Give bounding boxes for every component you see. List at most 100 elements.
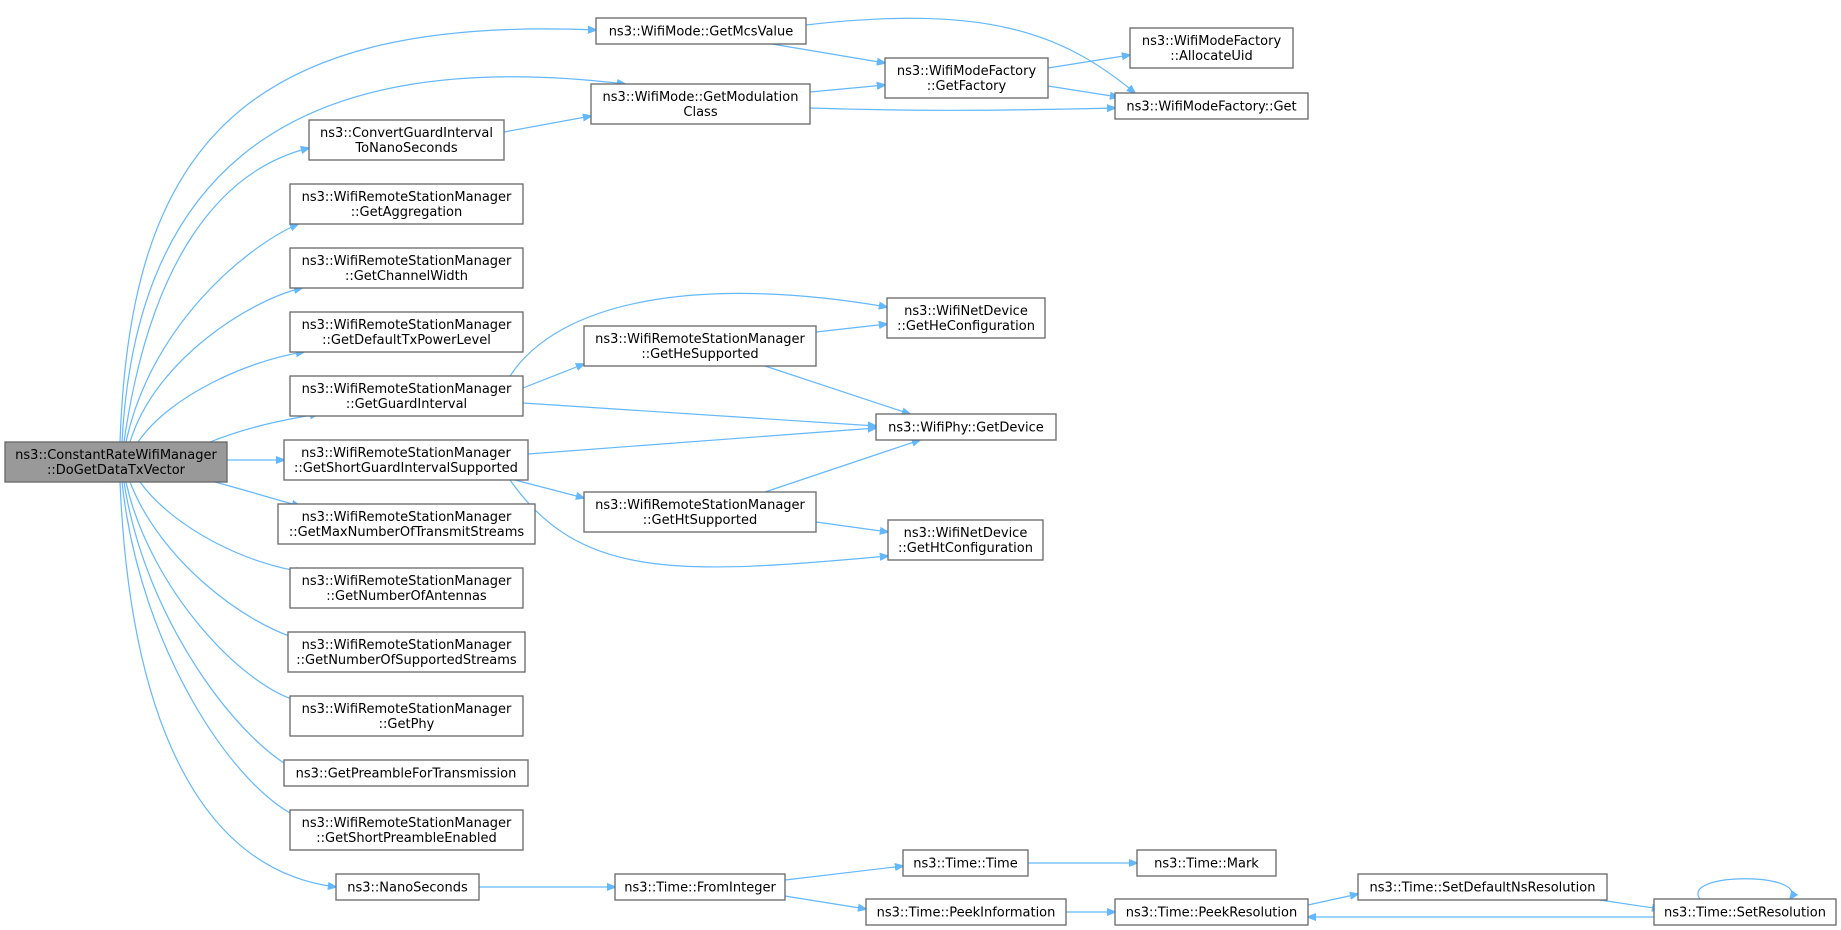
node-box-phydev[interactable]	[875, 413, 1057, 441]
node-heconf[interactable]: ns3::WifiNetDevice::GetHeConfiguration	[886, 297, 1046, 339]
node-getnss[interactable]: ns3::WifiRemoteStationManager::GetNumber…	[287, 631, 526, 673]
node-box-getpre[interactable]	[283, 759, 529, 787]
edge-getsgi-to-htconf	[509, 479, 888, 568]
edge-getmcs-to-wmfget	[805, 17, 1135, 93]
node-box-getagg[interactable]	[289, 183, 524, 225]
edges-layer	[119, 17, 1792, 917]
node-box-setres[interactable]	[1653, 898, 1837, 926]
node-getmcs[interactable]: ns3::WifiMode::GetMcsValue	[595, 17, 807, 45]
node-label-getdtx: ::GetDefaultTxPowerLevel	[322, 333, 491, 348]
node-box-heconf[interactable]	[886, 297, 1046, 339]
node-getagg[interactable]: ns3::WifiRemoteStationManager::GetAggreg…	[289, 183, 524, 225]
node-box-fromint[interactable]	[614, 873, 786, 901]
node-label-hesup: ::GetHeSupported	[641, 347, 758, 362]
node-label-setdefres: ns3::Time::SetDefaultNsResolution	[1370, 881, 1596, 896]
node-timemark[interactable]: ns3::Time::Mark	[1136, 849, 1277, 877]
edge-getgi-to-hesup	[522, 364, 584, 389]
node-phydev[interactable]: ns3::WifiPhy::GetDevice	[875, 413, 1057, 441]
node-box-getgi[interactable]	[289, 375, 524, 417]
node-label-heconf: ::GetHeConfiguration	[897, 319, 1035, 334]
node-label-getdtx: ns3::WifiRemoteStationManager	[302, 318, 512, 333]
node-box-getphy[interactable]	[289, 695, 524, 737]
node-label-getnss: ns3::WifiRemoteStationManager	[302, 638, 512, 653]
node-getspe[interactable]: ns3::WifiRemoteStationManager::GetShortP…	[289, 809, 524, 851]
node-box-hesup[interactable]	[583, 325, 817, 367]
edge-root-to-getmod	[121, 76, 625, 443]
node-box-htconf[interactable]	[887, 519, 1044, 561]
node-box-wmfgetf[interactable]	[884, 57, 1049, 99]
nodes-layer: ns3::ConstantRateWifiManager::DoGetDataT…	[4, 17, 1837, 926]
node-box-getdtx[interactable]	[289, 311, 524, 353]
node-box-convgi[interactable]	[308, 119, 505, 161]
node-peekres[interactable]: ns3::Time::PeekResolution	[1114, 898, 1309, 926]
node-box-getmod[interactable]	[590, 83, 811, 125]
node-box-getnss[interactable]	[287, 631, 526, 673]
node-box-getmcs[interactable]	[595, 17, 807, 45]
edge-hesup-to-phydev	[764, 365, 910, 414]
node-box-peekres[interactable]	[1114, 898, 1309, 926]
node-box-getnant[interactable]	[289, 567, 524, 609]
edge-setres-to-setres	[1697, 878, 1792, 899]
node-label-getnss: ::GetNumberOfSupportedStreams	[296, 653, 517, 668]
node-label-getphy: ::GetPhy	[379, 717, 435, 732]
node-box-root[interactable]	[4, 441, 228, 483]
node-box-getspe[interactable]	[289, 809, 524, 851]
node-getphy[interactable]: ns3::WifiRemoteStationManager::GetPhy	[289, 695, 524, 737]
node-box-getmaxn[interactable]	[277, 503, 536, 545]
edge-getmod-to-wmfget	[809, 108, 1115, 110]
node-box-getsgi[interactable]	[283, 439, 529, 481]
node-label-wmfgetf: ::GetFactory	[927, 79, 1007, 94]
node-box-wmfget[interactable]	[1114, 92, 1309, 120]
node-getgi[interactable]: ns3::WifiRemoteStationManager::GetGuardI…	[289, 375, 524, 417]
node-label-getmaxn: ns3::WifiRemoteStationManager	[302, 510, 512, 525]
node-label-getgi: ::GetGuardInterval	[346, 397, 467, 412]
node-label-root: ::DoGetDataTxVector	[47, 463, 186, 478]
node-box-timetime[interactable]	[902, 849, 1029, 877]
node-wmfget[interactable]: ns3::WifiModeFactory::Get	[1114, 92, 1309, 120]
node-getpre[interactable]: ns3::GetPreambleForTransmission	[283, 759, 529, 787]
node-getchw[interactable]: ns3::WifiRemoteStationManager::GetChanne…	[289, 247, 524, 289]
node-label-getmaxn: ::GetMaxNumberOfTransmitStreams	[289, 525, 525, 540]
node-label-timemark: ns3::Time::Mark	[1154, 857, 1259, 872]
node-nanos[interactable]: ns3::NanoSeconds	[335, 873, 480, 901]
edge-peekres-to-setdefres	[1307, 894, 1358, 906]
node-box-nanos[interactable]	[335, 873, 480, 901]
edge-hesup-to-heconf	[815, 324, 887, 333]
node-label-getpre: ns3::GetPreambleForTransmission	[296, 767, 517, 782]
node-wmfgetf[interactable]: ns3::WifiModeFactory::GetFactory	[884, 57, 1049, 99]
node-timetime[interactable]: ns3::Time::Time	[902, 849, 1029, 877]
node-box-timemark[interactable]	[1136, 849, 1277, 877]
edge-fromint-to-timetime	[784, 866, 903, 881]
node-fromint[interactable]: ns3::Time::FromInteger	[614, 873, 786, 901]
node-label-setres: ns3::Time::SetResolution	[1664, 906, 1826, 921]
node-peekinfo[interactable]: ns3::Time::PeekInformation	[865, 898, 1067, 926]
node-htsup[interactable]: ns3::WifiRemoteStationManager::GetHtSupp…	[583, 491, 817, 533]
edge-root-to-getgi	[209, 414, 318, 443]
node-box-htsup[interactable]	[583, 491, 817, 533]
edge-htsup-to-htconf	[815, 521, 888, 532]
node-label-convgi: ToNanoSeconds	[354, 141, 457, 156]
edge-getsgi-to-phydev	[527, 428, 876, 455]
edge-getgi-to-phydev	[522, 402, 876, 426]
node-getmaxn[interactable]: ns3::WifiRemoteStationManager::GetMaxNum…	[277, 503, 536, 545]
node-wmfalloc[interactable]: ns3::WifiModeFactory::AllocateUid	[1129, 27, 1294, 69]
node-box-getchw[interactable]	[289, 247, 524, 289]
node-setres[interactable]: ns3::Time::SetResolution	[1653, 898, 1837, 926]
node-getsgi[interactable]: ns3::WifiRemoteStationManager::GetShortG…	[283, 439, 529, 481]
node-getnant[interactable]: ns3::WifiRemoteStationManager::GetNumber…	[289, 567, 524, 609]
node-box-peekinfo[interactable]	[865, 898, 1067, 926]
node-hesup[interactable]: ns3::WifiRemoteStationManager::GetHeSupp…	[583, 325, 817, 367]
node-root[interactable]: ns3::ConstantRateWifiManager::DoGetDataT…	[4, 441, 228, 483]
node-box-setdefres[interactable]	[1357, 873, 1608, 901]
node-label-getmod: Class	[683, 105, 717, 120]
node-box-wmfalloc[interactable]	[1129, 27, 1294, 69]
node-htconf[interactable]: ns3::WifiNetDevice::GetHtConfiguration	[887, 519, 1044, 561]
node-getdtx[interactable]: ns3::WifiRemoteStationManager::GetDefaul…	[289, 311, 524, 353]
node-label-htsup: ns3::WifiRemoteStationManager	[595, 498, 805, 513]
edge-root-to-getphy	[125, 481, 302, 702]
node-setdefres[interactable]: ns3::Time::SetDefaultNsResolution	[1357, 873, 1608, 901]
edge-root-to-getpre	[123, 481, 300, 772]
